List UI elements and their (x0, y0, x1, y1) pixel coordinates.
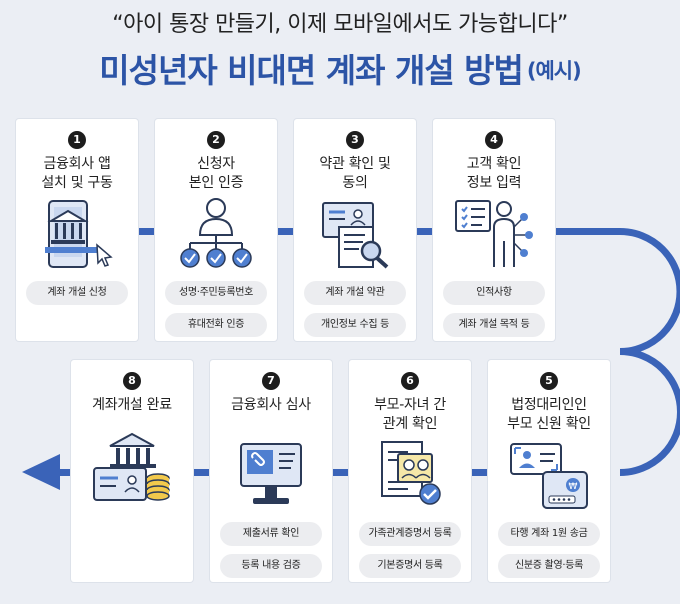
arrow-head (22, 454, 60, 490)
connector-7-6 (332, 469, 354, 476)
identity-verification-icon (180, 198, 252, 268)
monitor-review-icon (240, 443, 302, 504)
step-label: 계좌개설 완료 (92, 397, 172, 413)
step-number: 1 (68, 131, 86, 149)
step-card-2: 2 신청자 본인 인증 성명·주민등록번호 휴대전화 인증 (155, 119, 277, 341)
step-detail-pill: 계좌 개설 신청 (26, 281, 128, 305)
step-detail-pill: 신분증 촬영·등록 (498, 554, 600, 578)
step-label: 금융회사 앱 설치 및 구동 (41, 156, 113, 191)
step-card-5: 5 법정대리인인 부모 신원 확인 ₩ 타행 계좌 1원 송금 신분증 촬영·등… (488, 360, 610, 582)
step-label: 약관 확인 및 동의 (319, 156, 391, 191)
id-card-phone-icon: ₩ (510, 443, 588, 509)
step-number: 8 (123, 372, 141, 390)
step-number: 4 (485, 131, 503, 149)
step-number: 5 (540, 372, 558, 390)
title-tag: (예시) (526, 58, 582, 83)
step-card-1: 1 금융회사 앱 설치 및 구동 계좌 개설 신청 (16, 119, 138, 341)
step-label: 고객 확인 정보 입력 (466, 156, 522, 191)
step-label: 금융회사 심사 (231, 397, 311, 413)
step-number: 6 (401, 372, 419, 390)
step-card-6: 6 부모-자녀 간 관계 확인 가족관계증명서 등록 기본증명서 등록 (349, 360, 471, 582)
connector-8-7 (193, 469, 215, 476)
connector-3-4 (416, 228, 438, 235)
connector-1-2 (138, 228, 160, 235)
step-detail-pill: 개인정보 수집 등 (304, 313, 406, 337)
step-detail-pill: 가족관계증명서 등록 (359, 522, 461, 546)
connector-4-5-curve (556, 228, 680, 355)
step-label: 신청자 본인 인증 (188, 156, 244, 191)
connector-4-5-curve-2 (619, 348, 680, 476)
step-card-7: 7 금융회사 심사 제출서류 확인 등록 내용 검증 (210, 360, 332, 582)
account-complete-icon (93, 432, 170, 501)
step-detail-pill: 등록 내용 검증 (220, 554, 322, 578)
step-number: 3 (346, 131, 364, 149)
connector-6-5 (471, 469, 493, 476)
step-label: 부모-자녀 간 관계 확인 (374, 397, 446, 432)
customer-info-icon (455, 200, 533, 267)
step-detail-pill: 휴대전화 인증 (165, 313, 267, 337)
svg-text:₩: ₩ (569, 482, 578, 492)
step-detail-pill: 기본증명서 등록 (359, 554, 461, 578)
connector-2-3 (277, 228, 299, 235)
step-detail-pill: 인적사항 (443, 281, 545, 305)
family-document-icon (381, 441, 441, 505)
step-detail-pill: 타행 계좌 1원 송금 (498, 522, 600, 546)
step-number: 2 (207, 131, 225, 149)
page-title: 미성년자 비대면 계좌 개설 방법(예시) (0, 44, 680, 92)
step-detail-pill: 성명·주민등록번호 (165, 281, 267, 305)
step-card-4: 4 고객 확인 정보 입력 인적사항 계좌 개설 목적 등 (433, 119, 555, 341)
step-detail-pill: 제출서류 확인 (220, 522, 322, 546)
terms-document-icon (322, 202, 389, 269)
step-number: 7 (262, 372, 280, 390)
step-card-3: 3 약관 확인 및 동의 계좌 개설 약관 개인정보 수집 등 (294, 119, 416, 341)
step-label: 법정대리인인 부모 신원 확인 (507, 397, 591, 432)
step-detail-pill: 계좌 개설 목적 등 (443, 313, 545, 337)
bank-app-icon (45, 200, 113, 268)
arrow-shaft (58, 469, 78, 476)
title-text: 미성년자 비대면 계좌 개설 방법 (99, 51, 524, 90)
step-card-8: 8 계좌개설 완료 (71, 360, 193, 582)
subtitle: “아이 통장 만들기, 이제 모바일에서도 가능합니다” (112, 12, 568, 37)
step-detail-pill: 계좌 개설 약관 (304, 281, 406, 305)
